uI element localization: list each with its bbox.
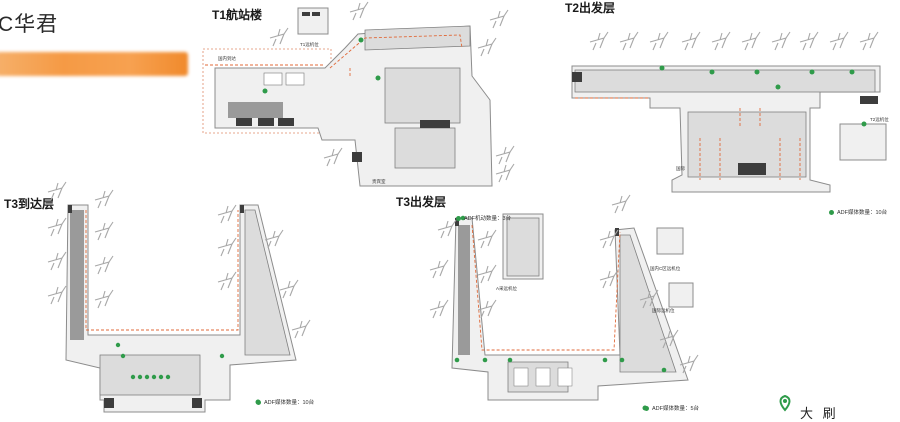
t2-intl-label: 国际 <box>676 165 685 172</box>
pin-icon <box>644 406 649 412</box>
t3-arrival-title: T3到达层 <box>4 197 55 211</box>
t3-departure-top-count-note: ADF机动数量：3台 <box>456 214 511 222</box>
legend-pin-icon <box>779 394 791 412</box>
t3-a-remote-label: A采远机位 <box>496 285 518 292</box>
t3-departure-map: A采远机位 国内C区远机位 国际远机位 <box>429 194 699 411</box>
blurred-subtitle-bar <box>0 52 188 76</box>
t1-terminal-map: T1远机位 贵宾室 国内到达 <box>202 1 515 187</box>
t2-remote-stand-label: T2远机位 <box>870 116 889 123</box>
t2-title: T2出发层 <box>565 1 616 15</box>
t1-title: T1航站楼 <box>212 8 263 22</box>
t2-departure-map: T2远机位 国际 <box>571 31 889 193</box>
t3-departure-title: T3出发层 <box>396 195 447 209</box>
t1-domestic-label: 国内到达 <box>218 55 236 62</box>
t1-remote-stand-label: T1远机位 <box>300 41 319 48</box>
t2-count-note: ADF媒体数量：10台 <box>829 208 887 216</box>
t1-vip-label: 贵宾室 <box>372 178 386 185</box>
legend-label: 大 刷 <box>800 406 839 421</box>
brand-title: C华君 <box>0 13 59 36</box>
pin-icon <box>256 400 261 406</box>
t3-intl-remote-label: 国际远机位 <box>652 307 675 314</box>
t3-c-remote-label: 国内C区远机位 <box>650 265 681 272</box>
t3-departure-count-note: ADF媒体数量：5台 <box>644 404 699 412</box>
pin-icon <box>829 210 834 216</box>
t3-arrival-count-note: ADF媒体数量：10台 <box>256 398 314 406</box>
pin-icon <box>456 216 461 222</box>
t3-arrival-map <box>47 181 311 413</box>
